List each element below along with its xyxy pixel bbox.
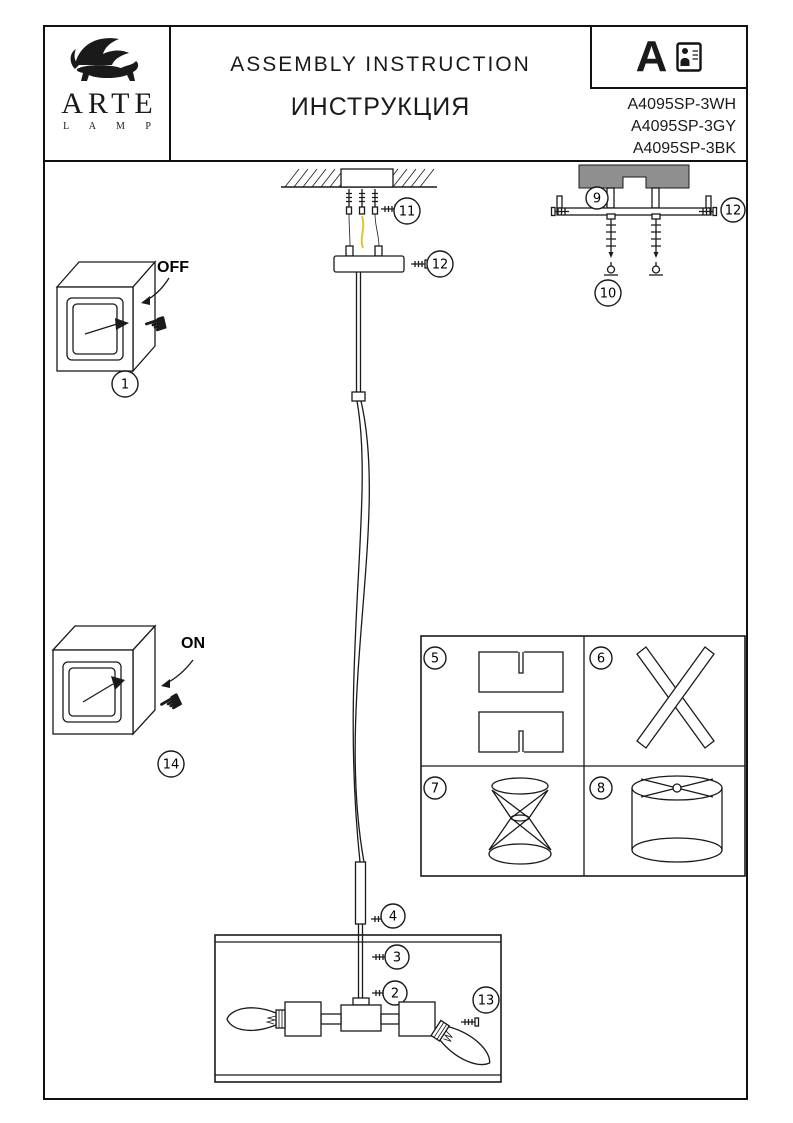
svg-text:4: 4: [389, 910, 397, 925]
step-3-label: 3: [384, 944, 410, 970]
lamp-shade-frame: [214, 934, 502, 1083]
wall-switch-on: [51, 624, 157, 736]
canopy: [333, 245, 405, 273]
step-7-label: 7: [423, 776, 447, 800]
diagram-area: 11 12: [45, 162, 746, 1098]
switch-on-label: ON: [181, 635, 205, 652]
left-bulb: [226, 1007, 286, 1032]
bracket-screws-vertical: [603, 213, 664, 276]
svg-text:1: 1: [121, 378, 129, 393]
lower-tube: [354, 861, 367, 1005]
section-block: A A4095SP-3WH A4095SP-3GY A4095SP-3BK: [590, 27, 746, 160]
left-socket: [284, 1001, 322, 1037]
title-russian: ИНСТРУКЦИЯ: [290, 93, 471, 121]
part-drum-shade: [631, 775, 723, 863]
part-crossed-panels: [636, 646, 715, 749]
ceiling-plate: [340, 168, 394, 188]
brand-subtitle: L A M P: [63, 121, 160, 132]
step-2-label: 2: [382, 980, 408, 1006]
manual-booklet-icon: [676, 42, 703, 72]
wall-switch-off: [55, 260, 157, 373]
step-1-label: 1: [111, 370, 139, 398]
right-bulb: [430, 1019, 491, 1066]
step-12b-label: 12: [720, 197, 746, 223]
step-9-label: 9: [585, 186, 609, 210]
lamp-body: [284, 997, 436, 1037]
svg-text:7: 7: [431, 782, 439, 797]
brand-block: ARTE L A M P: [45, 27, 171, 160]
winged-lion-logo-icon: [70, 38, 139, 81]
brand-name: ARTE: [61, 87, 158, 120]
svg-text:6: 6: [597, 652, 605, 667]
pointing-hand-icon: ☚: [152, 683, 190, 724]
step-8-label: 8: [589, 776, 613, 800]
step-12-label: 12: [426, 250, 454, 278]
suspension-rod: [351, 272, 366, 402]
svg-text:12: 12: [432, 258, 449, 273]
svg-text:14: 14: [163, 758, 180, 773]
svg-text:2: 2: [391, 987, 399, 1002]
press-arrow-on: [161, 659, 194, 688]
step-5-label: 5: [423, 646, 447, 670]
svg-text:5: 5: [431, 652, 439, 667]
model-number: A4095SP-3WH: [627, 96, 737, 113]
mount-screws: [345, 188, 379, 215]
svg-text:10: 10: [600, 287, 617, 302]
model-list: A4095SP-3WH A4095SP-3GY A4095SP-3BK: [590, 89, 746, 160]
step-14-label: 14: [157, 750, 185, 778]
svg-text:3: 3: [393, 951, 401, 966]
press-arrow-off: [141, 277, 170, 305]
right-socket: [398, 1001, 436, 1037]
title-block: ASSEMBLY INSTRUCTION ИНСТРУКЦИЯ: [171, 27, 590, 160]
svg-text:8: 8: [597, 782, 605, 797]
part-spool: [488, 777, 552, 865]
model-number: A4095SP-3BK: [632, 140, 736, 157]
parts-table: [420, 635, 746, 877]
svg-text:11: 11: [399, 205, 416, 220]
svg-text:12: 12: [725, 204, 742, 219]
supply-wires: [348, 213, 380, 249]
step-10-label: 10: [594, 279, 622, 307]
assembly-diagram: 11 12: [51, 164, 746, 1083]
svg-text:9: 9: [593, 192, 601, 207]
header: ARTE L A M P ASSEMBLY INSTRUCTION ИНСТРУ…: [45, 27, 746, 162]
ground-wire: [360, 215, 365, 249]
svg-text:13: 13: [478, 994, 495, 1009]
section-letter: A: [635, 32, 668, 81]
ceiling-block: [578, 164, 690, 189]
part-slotted-panels: [478, 650, 564, 754]
step-13-pointer: [460, 1017, 480, 1027]
step-4-label: 4: [380, 903, 406, 929]
switch-off-label: OFF: [157, 259, 189, 276]
title-english: ASSEMBLY INSTRUCTION: [230, 53, 531, 76]
step-13-label: 13: [472, 986, 500, 1014]
step-6-label: 6: [589, 646, 613, 670]
step-11-label: 11: [393, 197, 421, 225]
page-frame: ARTE L A M P ASSEMBLY INSTRUCTION ИНСТРУ…: [43, 25, 748, 1100]
section-row: A: [590, 27, 746, 89]
suspension-cable: [352, 400, 370, 863]
model-number: A4095SP-3GY: [631, 118, 736, 135]
step-12-pointer: [410, 259, 430, 269]
mounting-bracket: [556, 187, 712, 216]
